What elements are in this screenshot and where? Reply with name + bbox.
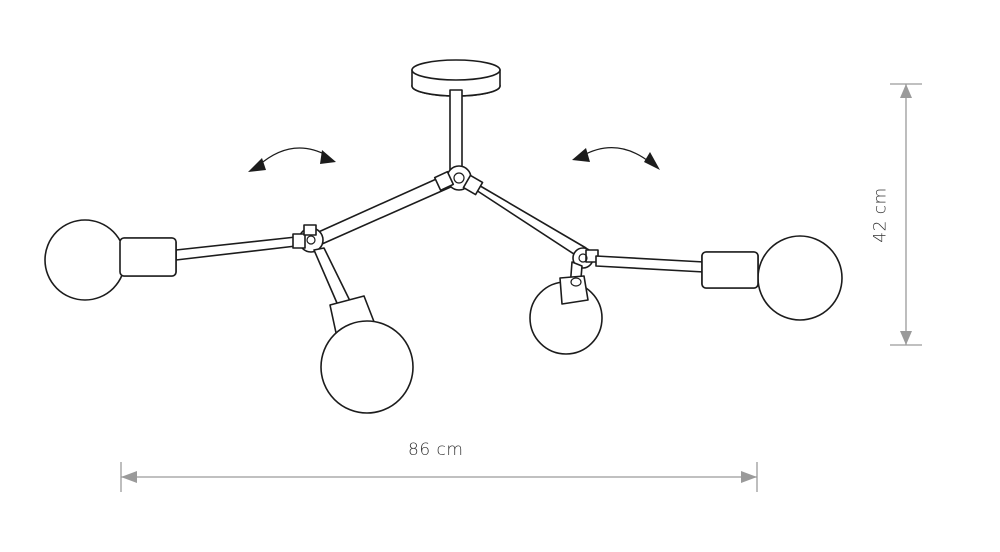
- right-horizontal-arm: [595, 255, 705, 273]
- left-down-bulb: [320, 320, 414, 414]
- right-main-arm: [469, 179, 587, 259]
- left-rotation-arrow-icon: [248, 147, 336, 172]
- central-rod: [449, 89, 463, 173]
- right-rotation-arrow-icon: [572, 147, 660, 170]
- left-joint: [292, 224, 324, 253]
- central-hub: [433, 165, 484, 196]
- right-down-bulb: [529, 275, 603, 355]
- height-dimension-label: 42 cm: [870, 187, 891, 243]
- height-dimension-line: [890, 83, 922, 346]
- left-bulb: [44, 219, 177, 301]
- right-joint: [572, 247, 599, 269]
- right-bulb: [701, 235, 843, 321]
- left-main-arm: [313, 175, 454, 245]
- width-dimension-line: [120, 462, 758, 492]
- width-dimension-label: 86 cm: [408, 440, 464, 460]
